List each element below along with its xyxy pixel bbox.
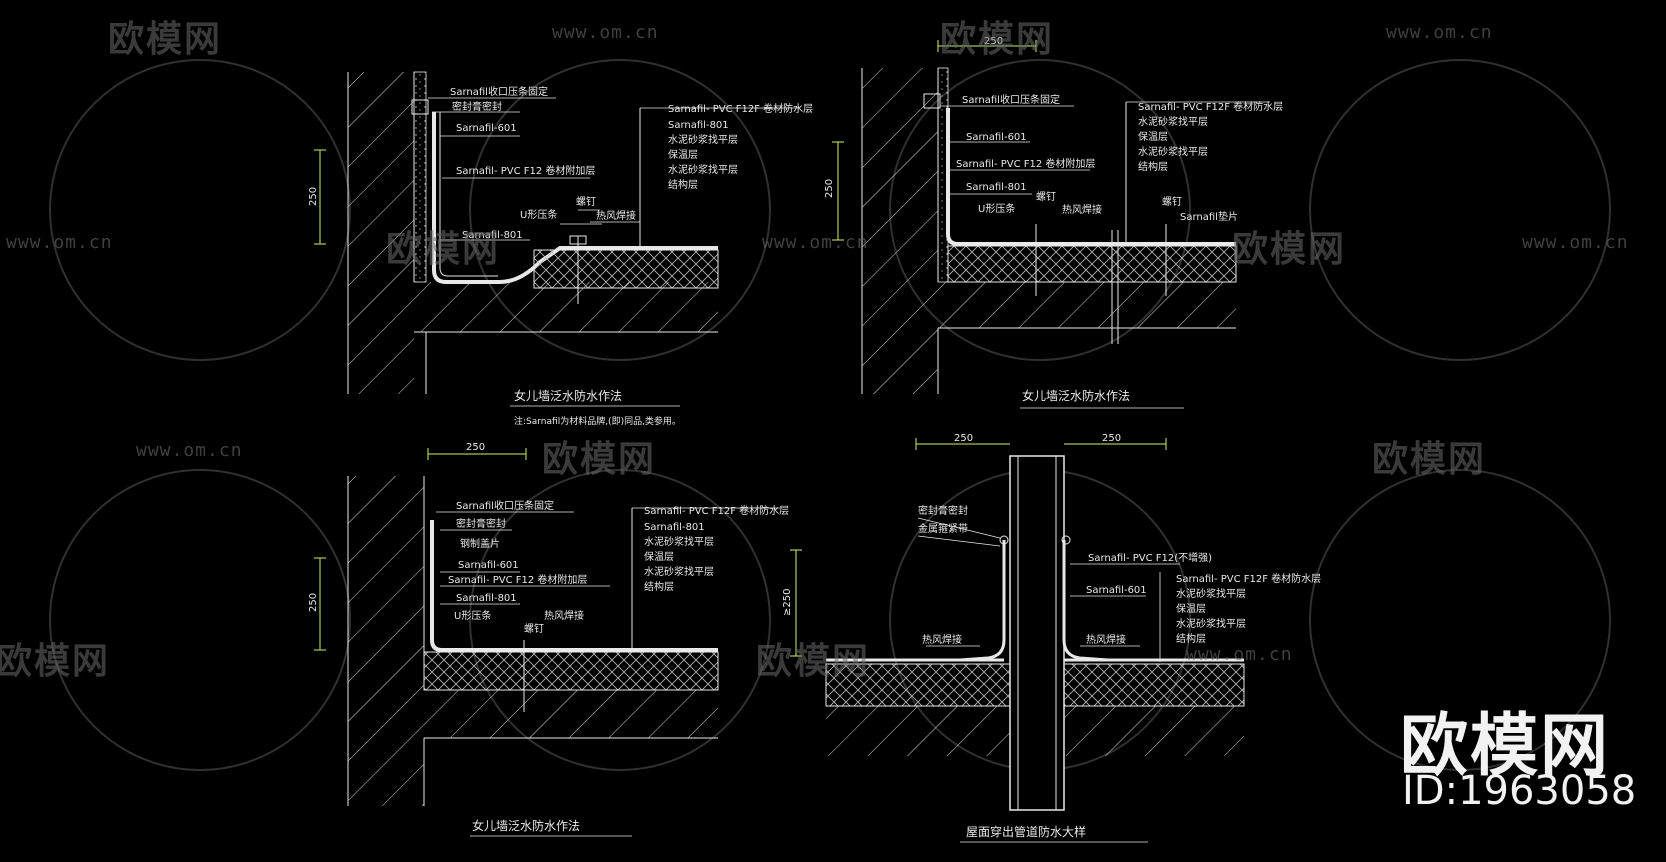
- detail-4: 250 250 ≥250 密封膏密封 金属箍紧带 热风焊接 Sarnafil- …: [782, 433, 1321, 843]
- watermark-url: www.om.cn: [1386, 22, 1493, 43]
- label-sarnafil-801: Sarnafil-801: [456, 593, 517, 604]
- layer-label: 保温层: [1138, 130, 1168, 143]
- layer-label: 结构层: [1138, 160, 1168, 173]
- label-unreinforced-membrane: Sarnafil- PVC F12(不增强): [1088, 551, 1212, 564]
- layer-label: 水泥砂浆找平层: [1138, 145, 1208, 158]
- label-u-strip: U形压条: [978, 202, 1015, 215]
- label-u-strip: U形压条: [454, 609, 491, 622]
- dimension-label: 250: [466, 442, 485, 453]
- wall-hatch: [348, 72, 414, 394]
- label-hot-air-weld: 热风焊接: [1086, 633, 1126, 646]
- layer-label: 水泥砂浆找平层: [1176, 617, 1246, 630]
- label-hot-air-weld: 热风焊接: [922, 633, 962, 646]
- dimension-label: ≥250: [782, 589, 793, 616]
- dimension-label: 250: [308, 187, 319, 206]
- label-sarnafil-801: Sarnafil-801: [462, 230, 523, 241]
- detail-2: 250 250 Sarnafil收口压条固定 Sarnafil-601 Sarn…: [824, 36, 1283, 409]
- label-u-strip: U形压条: [520, 208, 557, 221]
- label-closing-strip: Sarnafil收口压条固定: [456, 499, 554, 512]
- label-additional-layer: Sarnafil- PVC F12 卷材附加层: [448, 573, 587, 586]
- label-additional-layer: Sarnafil- PVC F12 卷材附加层: [956, 157, 1095, 170]
- watermark-logo: 欧模网: [108, 19, 223, 60]
- watermark-logo: 欧模网: [1232, 229, 1347, 270]
- layer-label: 水泥砂浆找平层: [1138, 115, 1208, 128]
- label-screw: 螺钉: [1036, 191, 1056, 203]
- watermark-logo: 欧模网: [386, 229, 501, 270]
- layer-label: 水泥砂浆找平层: [644, 535, 714, 548]
- label-sealant: 密封膏密封: [452, 100, 502, 113]
- layer-label: 保温层: [1176, 602, 1206, 615]
- detail-title: 屋面穿出管道防水大样: [966, 824, 1086, 839]
- detail-3: 250 250 Sarnafil收口压条固定 密封膏密封 钢制盖片 Sarnaf…: [308, 442, 789, 837]
- watermark-logo: 欧模网: [1372, 439, 1487, 480]
- detail-title: 女儿墙泛水防水作法: [472, 818, 580, 833]
- label-screw: 螺钉: [524, 623, 544, 635]
- label-screw: 螺钉: [1162, 196, 1182, 208]
- watermark-logo: 欧模网: [0, 641, 111, 682]
- watermark-logo: 欧模网: [756, 641, 871, 682]
- watermark-url: www.om.cn: [1522, 232, 1629, 253]
- layer-label: 保温层: [668, 148, 698, 161]
- label-sarnafil-601: Sarnafil-601: [456, 123, 517, 134]
- layer-label: 水泥砂浆找平层: [1176, 587, 1246, 600]
- layer-label: 水泥砂浆找平层: [644, 565, 714, 578]
- layer-label: 结构层: [644, 580, 674, 593]
- label-sealant: 密封膏密封: [918, 504, 968, 517]
- label-sarnafil-601: Sarnafil-601: [1086, 585, 1147, 596]
- dimension-label: 250: [824, 179, 835, 198]
- detail-title: 女儿墙泛水防水作法: [1022, 388, 1130, 403]
- dimension-label: 250: [954, 433, 973, 444]
- layer-label: 水泥砂浆找平层: [668, 133, 738, 146]
- watermark-logo: 欧模网: [940, 19, 1055, 60]
- label-screw: 螺钉: [576, 196, 596, 208]
- watermark-logo: 欧模网: [542, 439, 657, 480]
- label-steel-cover: 钢制盖片: [460, 537, 500, 550]
- label-hot-air-weld: 热风焊接: [1062, 203, 1102, 216]
- watermark-url: www.om.cn: [1186, 644, 1293, 665]
- layer-label: 结构层: [668, 178, 698, 191]
- layer-label: 结构层: [1176, 632, 1206, 645]
- label-washer: Sarnafil垫片: [1180, 210, 1238, 223]
- label-hot-air-weld: 热风焊接: [544, 609, 584, 622]
- brand-id: ID:1963058: [1402, 768, 1637, 814]
- layer-label: Sarnafil- PVC F12F 卷材防水层: [644, 504, 789, 517]
- label-hot-air-weld: 热风焊接: [596, 209, 636, 222]
- label-sarnafil-601: Sarnafil-601: [458, 560, 519, 571]
- watermark-url: www.om.cn: [762, 232, 869, 253]
- label-additional-layer: Sarnafil- PVC F12 卷材附加层: [456, 164, 595, 177]
- layer-label: Sarnafil- PVC F12F 卷材防水层: [1138, 100, 1283, 113]
- brand-logo: 欧模网: [1400, 707, 1611, 786]
- dimension-label: 250: [308, 593, 319, 612]
- layer-label: Sarnafil- PVC F12F 卷材防水层: [668, 102, 813, 115]
- label-sarnafil-601: Sarnafil-601: [966, 132, 1027, 143]
- detail-title: 女儿墙泛水防水作法: [514, 388, 622, 403]
- watermark-rings: [49, 59, 1611, 771]
- watermark-url: www.om.cn: [6, 232, 113, 253]
- layer-label: Sarnafil- PVC F12F 卷材防水层: [1176, 572, 1321, 585]
- label-sealant: 密封膏密封: [456, 517, 506, 530]
- layer-label: 保温层: [644, 550, 674, 563]
- layer-label: Sarnafil-801: [668, 120, 729, 131]
- watermark-url: www.om.cn: [136, 440, 243, 461]
- layer-label: 水泥砂浆找平层: [668, 163, 738, 176]
- label-closing-strip: Sarnafil收口压条固定: [450, 85, 548, 98]
- label-metal-band: 金属箍紧带: [918, 522, 968, 535]
- detail-note: 注:Sarnafil为材料品牌,(即)同品,类参用。: [514, 415, 681, 427]
- label-sarnafil-801: Sarnafil-801: [966, 182, 1027, 193]
- dimension-label: 250: [1102, 433, 1121, 444]
- dimension-label: 250: [984, 36, 1003, 47]
- detail-1: 250 Sarnafil收口压条固定 密封膏密封 Sarnafil-601 Sa…: [308, 71, 813, 427]
- label-closing-strip: Sarnafil收口压条固定: [962, 93, 1060, 106]
- layer-label: Sarnafil-801: [644, 522, 705, 533]
- watermark-url: www.om.cn: [552, 22, 659, 43]
